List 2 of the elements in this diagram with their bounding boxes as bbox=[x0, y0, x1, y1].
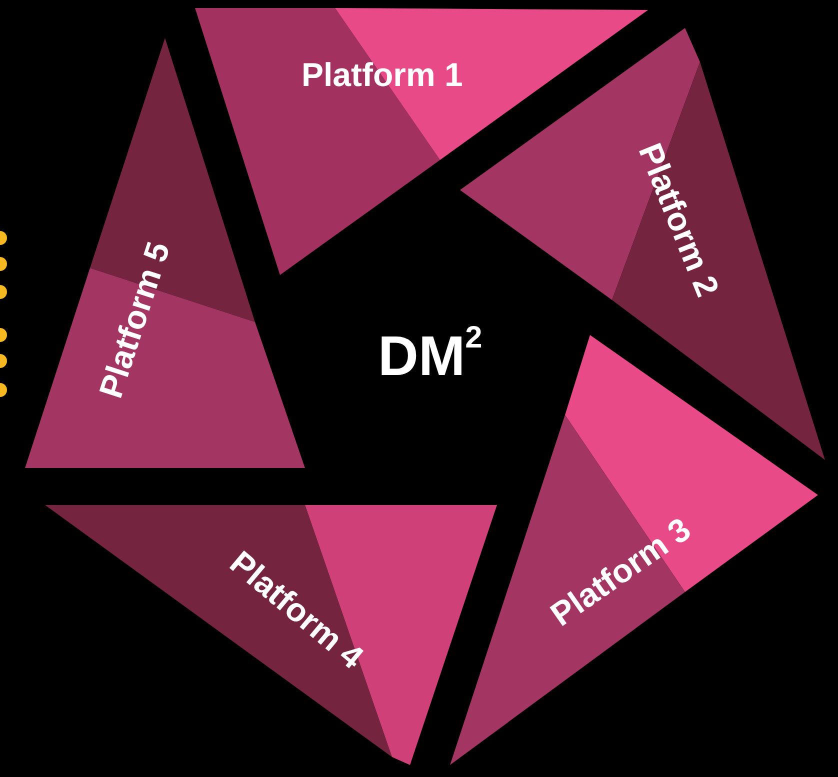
center-title: DM$^{2}$ bbox=[378, 322, 482, 388]
platform-label: Platform 1 bbox=[302, 56, 463, 94]
